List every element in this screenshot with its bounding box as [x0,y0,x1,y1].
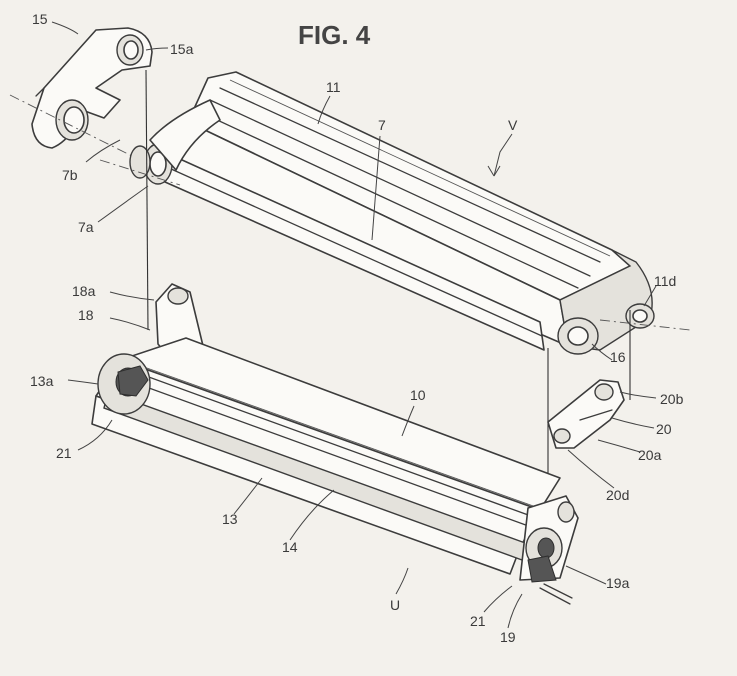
ref-label-13: 13 [222,511,238,527]
reference-labels: 15 15a 11 7 V 7b 7a 18a 18 11d 13a 16 10… [30,11,684,645]
ref-label-19a: 19a [606,575,630,591]
ref-label-7b: 7b [62,167,78,183]
ref-label-18a: 18a [72,283,96,299]
ref-label-19: 19 [500,629,516,645]
ref-label-21-left: 21 [56,445,72,461]
ref-label-20b: 20b [660,391,684,407]
arrow-V [487,165,501,177]
leader-lines [51,21,657,629]
alignment-guide-left [145,69,149,331]
ref-label-21-bottom: 21 [470,613,486,629]
ref-label-10: 10 [410,387,426,403]
ref-label-18: 18 [78,307,94,323]
ref-label-20a: 20a [638,447,662,463]
ref-label-15a: 15a [170,41,194,57]
lower-unit-10 [91,283,579,605]
ref-label-15-top: 15 [32,11,48,27]
ref-label-7: 7 [378,117,386,133]
upper-roller-unit-11 [99,71,691,496]
ref-label-20d: 20d [606,487,629,503]
bracket-20 [547,379,625,449]
ref-label-20: 20 [656,421,672,437]
ref-label-11d: 11d [654,273,676,289]
ref-label-V: V [508,117,518,133]
ref-label-13a: 13a [30,373,54,389]
ref-label-11: 11 [326,79,341,95]
figure-title: FIG. 4 [298,20,371,50]
ref-label-14: 14 [282,539,298,555]
ref-label-7a: 7a [78,219,94,235]
bracket-15 [9,27,153,161]
ref-label-U: U [390,597,400,613]
ref-label-16: 16 [610,349,626,365]
